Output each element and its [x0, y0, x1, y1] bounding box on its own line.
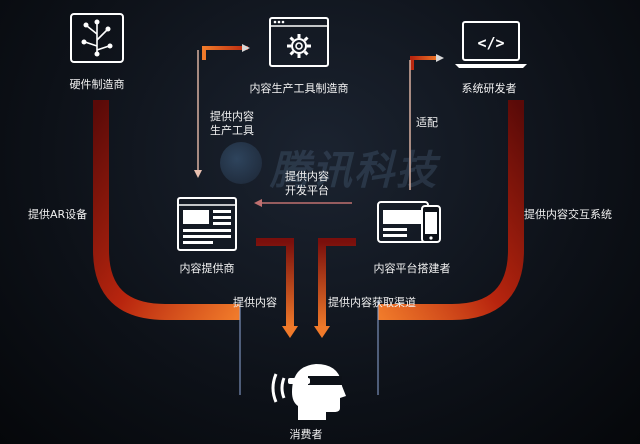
- chip-icon: [69, 12, 125, 68]
- node-content-tool-label: 内容生产工具制造商: [249, 82, 349, 95]
- node-hardware-label: 硬件制造商: [69, 78, 125, 91]
- edge-provide-channel-label: 提供内容获取渠道: [328, 296, 416, 309]
- watermark-logo: [220, 142, 262, 184]
- laptop-code-icon: </>: [453, 20, 529, 74]
- flow-platform-to-consumer: [318, 238, 356, 328]
- arrow-platform-to-provider-head: [254, 199, 262, 207]
- flow-systemdev-to-consumer: [378, 100, 524, 320]
- flow-hardware-to-consumer: [93, 100, 240, 320]
- flow-systemdev-to-platform: [410, 56, 438, 70]
- edge-provide-tools-label: 提供内容 生产工具: [210, 110, 254, 137]
- edge-provide-ar-label: 提供AR设备: [28, 208, 88, 221]
- consumer-ar-head-icon: [264, 354, 348, 426]
- edge-adapt-label: 适配: [416, 116, 438, 129]
- webpage-icon: [176, 196, 238, 256]
- flow-provider-to-consumer: [256, 238, 294, 328]
- arrow-top-left-head: [242, 44, 250, 52]
- node-content-provider-label: 内容提供商: [179, 262, 235, 275]
- edge-provide-platform-label: 提供内容 开发平台: [285, 170, 329, 197]
- node-consumer-label: 消费者: [289, 428, 323, 441]
- svg-text:</>: </>: [477, 34, 504, 52]
- flow-tool-to-provider: [202, 46, 248, 60]
- node-system-dev-label: 系统研发者: [461, 82, 517, 95]
- arrow-platform-head: [314, 326, 330, 338]
- edge-provide-content-label: 提供内容: [233, 296, 277, 309]
- watermark-text: 腾讯科技: [270, 148, 438, 194]
- node-platform-builder-label: 内容平台搭建者: [373, 262, 451, 275]
- edge-provide-interaction-label: 提供内容交互系统: [524, 208, 612, 221]
- arrow-top-right-head: [436, 54, 444, 62]
- arrow-provider-head: [282, 326, 298, 338]
- arrow-tool-to-provider-head: [194, 170, 202, 178]
- devices-icon: [376, 198, 442, 252]
- gear-window-icon: [268, 16, 330, 72]
